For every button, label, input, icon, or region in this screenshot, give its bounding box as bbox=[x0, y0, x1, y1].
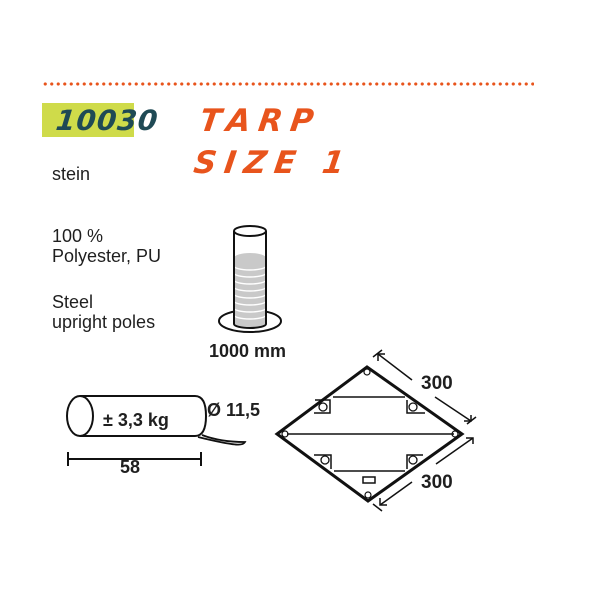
water-column-icon bbox=[218, 225, 282, 333]
material-spec: 100 % Polyester, PU bbox=[52, 226, 161, 266]
product-title: TARP SIZE 1 bbox=[191, 100, 361, 184]
poles-line-2: upright poles bbox=[52, 312, 156, 332]
dotted-divider bbox=[42, 82, 534, 86]
title-line-1: TARP bbox=[197, 103, 324, 139]
poles-line-1: Steel bbox=[52, 292, 94, 312]
color-label: stein bbox=[52, 164, 91, 184]
pack-weight: ± 3,3 kg bbox=[103, 410, 169, 430]
pack-bag-icon bbox=[66, 395, 247, 466]
water-column-value: 1000 mm bbox=[209, 341, 287, 361]
pack-diameter: Ø 11,5 bbox=[207, 400, 261, 420]
material-line-2: Polyester, PU bbox=[52, 246, 162, 266]
pack-length: 58 bbox=[120, 457, 141, 477]
article-number-badge: 10030 bbox=[42, 103, 160, 137]
article-number: 10030 bbox=[54, 104, 161, 137]
tarp-side-2: 300 bbox=[421, 472, 453, 493]
tarp-side-1: 300 bbox=[421, 373, 453, 394]
poles-spec: Steel upright poles bbox=[52, 292, 155, 332]
tarp-shape-icon bbox=[274, 349, 477, 512]
material-line-1: 100 % bbox=[52, 226, 104, 246]
title-line-2: SIZE 1 bbox=[191, 145, 355, 181]
